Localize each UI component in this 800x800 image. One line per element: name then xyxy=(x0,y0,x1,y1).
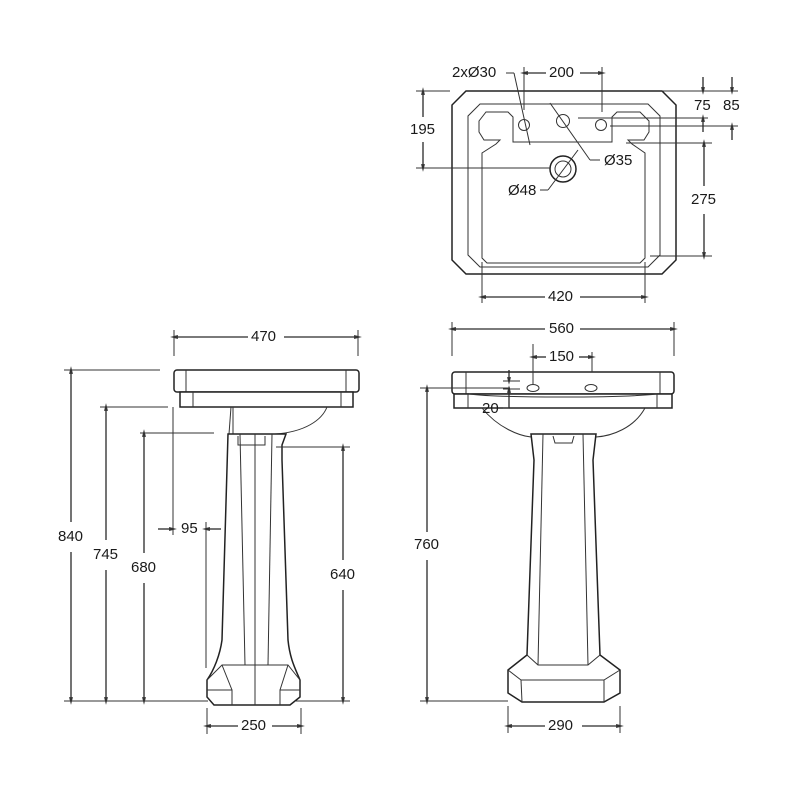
front-view xyxy=(420,322,678,733)
side-view xyxy=(64,330,362,734)
label-760: 760 xyxy=(413,536,441,553)
label-560: 560 xyxy=(548,320,576,337)
label-95: 95 xyxy=(180,520,199,537)
top-view xyxy=(416,67,738,303)
label-195: 195 xyxy=(409,121,437,138)
label-85: 85 xyxy=(723,97,740,114)
label-waste: Ø48 xyxy=(508,182,537,199)
label-640: 640 xyxy=(329,566,357,583)
label-250: 250 xyxy=(240,717,268,734)
label-275: 275 xyxy=(690,191,718,208)
label-840: 840 xyxy=(57,528,85,545)
label-top-tap-spacing: 200 xyxy=(548,64,576,81)
label-745: 745 xyxy=(92,546,120,563)
label-75: 75 xyxy=(694,97,711,114)
label-20: 20 xyxy=(482,400,499,417)
label-tap-holes: 2xØ30 xyxy=(451,64,498,81)
label-680: 680 xyxy=(130,559,158,576)
label-290: 290 xyxy=(547,717,575,734)
label-470: 470 xyxy=(250,328,278,345)
label-420: 420 xyxy=(547,288,575,305)
label-front-tap-spacing: 150 xyxy=(548,348,576,365)
label-overflow: Ø35 xyxy=(604,152,633,169)
